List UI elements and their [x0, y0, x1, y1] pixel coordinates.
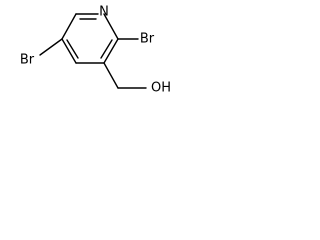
pyridine-ring: [61, 13, 119, 64]
bond-c5-c6: [61, 13, 77, 40]
bromine-label-right: Br: [140, 32, 155, 47]
bond-c5-br: [39, 38, 63, 56]
bond-c3-ch2: [103, 62, 119, 89]
bond-n1-c2: [103, 13, 119, 40]
bromine-label-left: Br: [20, 53, 35, 68]
double-bond-c2-c3: [100, 39, 113, 59]
chemical-structure: N Br Br OH: [20, 5, 171, 96]
bond-c2-c3: [103, 38, 119, 64]
nitrogen-label: N: [99, 5, 109, 20]
double-bond-c4-c5: [66, 39, 79, 59]
hydroxyl-label: OH: [151, 81, 171, 96]
bond-c4-c5: [61, 38, 77, 64]
